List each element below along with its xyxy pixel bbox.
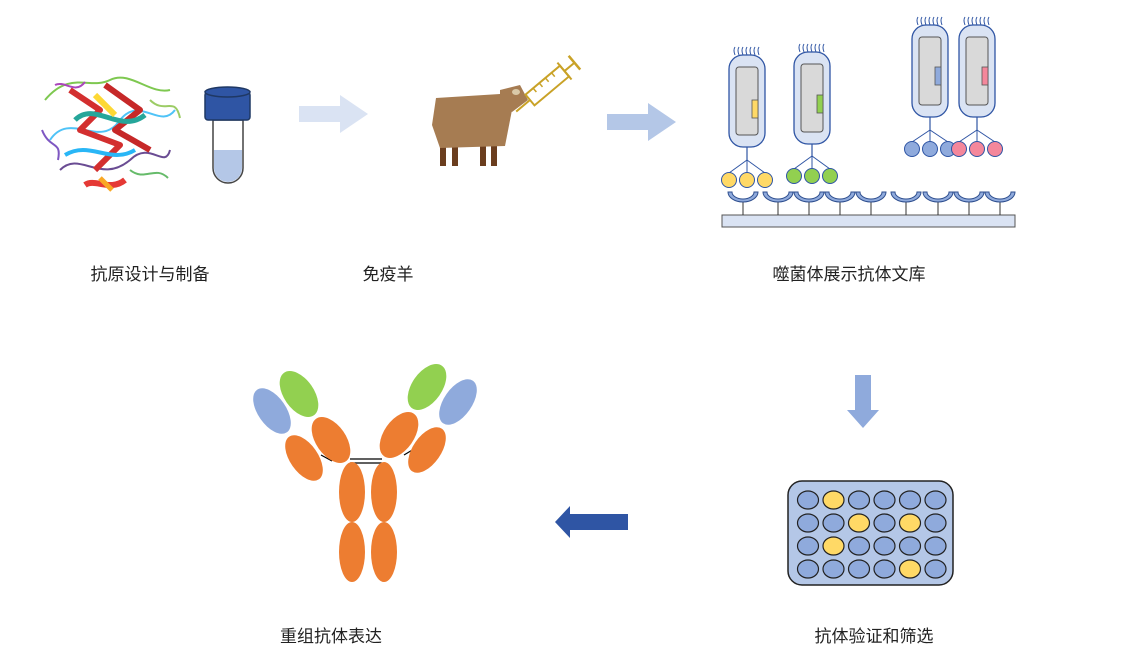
plate-well [873, 490, 896, 510]
plate-well [822, 513, 845, 533]
plate-well [847, 559, 871, 579]
sample-tube-icon [204, 86, 251, 184]
plate-well [796, 536, 820, 556]
receptor-cup [824, 191, 856, 203]
gene-tag [751, 99, 759, 119]
displayed-antibody [922, 141, 938, 157]
displayed-antibody [969, 141, 985, 157]
syringe-icon [515, 55, 582, 113]
displayed-antibody [739, 172, 755, 188]
displayed-antibody [757, 172, 773, 188]
receptor-cup [855, 191, 887, 203]
protein-structure-icon [41, 76, 181, 192]
gene-tag [816, 94, 824, 114]
receptor-cup [890, 191, 922, 203]
displayed-antibody [951, 141, 967, 157]
arrow-right-1 [299, 95, 368, 133]
step-label-antigen: 抗原设计与制备 [90, 265, 210, 285]
displayed-antibody [822, 168, 838, 184]
phage-display-icon [721, 16, 1016, 228]
arrow-down [847, 375, 879, 428]
plate-well [847, 490, 871, 510]
receptor-cup [922, 191, 954, 203]
step-label-immunize: 免疫羊 [362, 265, 414, 285]
plate-well [873, 513, 896, 533]
step-label-expression: 重组抗体表达 [280, 627, 382, 647]
arrow-left [555, 506, 628, 538]
plate-well [822, 490, 845, 510]
receptor-cup [727, 191, 759, 203]
plate-well [873, 536, 896, 556]
receptor-cup [984, 191, 1016, 203]
antibody-icon [253, 364, 477, 582]
plate-well [796, 513, 820, 533]
displayed-antibody [721, 172, 737, 188]
receptor-cup [953, 191, 985, 203]
plate-well [847, 513, 871, 533]
plate-well [898, 513, 922, 533]
plate-well [822, 559, 845, 579]
plate-well [924, 559, 947, 579]
sheep-icon [432, 85, 528, 166]
displayed-antibody [786, 168, 802, 184]
plate-well [924, 536, 947, 556]
displayed-antibody [904, 141, 920, 157]
receptor-cup [793, 191, 825, 203]
displayed-antibody [804, 168, 820, 184]
plate-well [924, 490, 947, 510]
microplate-icon [787, 480, 954, 586]
receptor-cup [762, 191, 794, 203]
plate-well [796, 559, 820, 579]
gene-tag [981, 66, 989, 86]
plate-well [924, 513, 947, 533]
arrow-right-2 [607, 103, 676, 141]
plate-well [822, 536, 845, 556]
plate-well [898, 490, 922, 510]
plate-well [847, 536, 871, 556]
plate-well [898, 559, 922, 579]
plate-well [898, 536, 922, 556]
step-label-phage-library: 噬菌体展示抗体文库 [772, 265, 926, 285]
gene-tag [934, 66, 942, 86]
step-label-screening: 抗体验证和筛选 [814, 627, 934, 647]
displayed-antibody [987, 141, 1003, 157]
plate-well [796, 490, 820, 510]
plate-well [873, 559, 896, 579]
